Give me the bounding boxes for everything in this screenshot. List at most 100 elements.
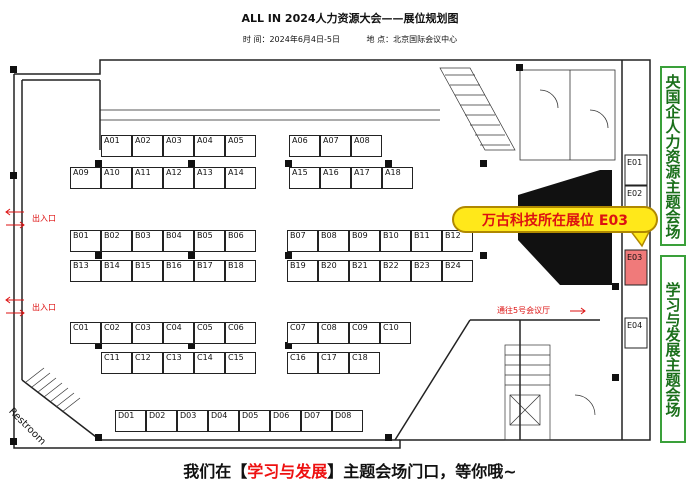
booth[interactable]: C12: [132, 352, 163, 374]
exit-label-1: 出入口: [32, 214, 56, 223]
booth[interactable]: C17: [318, 352, 349, 374]
booth[interactable]: D01: [115, 410, 146, 432]
rooms-top-right: [519, 69, 616, 161]
booth[interactable]: B12: [442, 230, 473, 252]
event-info: 时 间：2024年6月4日-5日 地 点：北京国际会议中心: [0, 34, 700, 45]
booth[interactable]: C08: [318, 322, 349, 344]
booth[interactable]: C05: [194, 322, 225, 344]
booth[interactable]: D08: [332, 410, 363, 432]
booth[interactable]: B11: [411, 230, 442, 252]
booth[interactable]: A17: [351, 167, 382, 189]
booth-e01[interactable]: E01: [627, 158, 643, 167]
bottom-left-diagonal: [21, 379, 101, 441]
booth[interactable]: A08: [351, 135, 382, 157]
outer-wall: [13, 59, 651, 449]
hall-soe-hr[interactable]: 央国企人力资源主题会场: [660, 66, 686, 246]
hall-learning-development[interactable]: 学习与发展主题会场: [660, 255, 686, 443]
booth[interactable]: B23: [411, 260, 442, 282]
booth[interactable]: A02: [132, 135, 163, 157]
booth[interactable]: A06: [289, 135, 320, 157]
booth-e03-rect: [624, 249, 648, 286]
booth[interactable]: A12: [163, 167, 194, 189]
booth[interactable]: B04: [163, 230, 194, 252]
booth[interactable]: D07: [301, 410, 332, 432]
page-title: ALL IN 2024人力资源大会——展位规划图: [241, 12, 459, 25]
restroom-hatch: [25, 367, 81, 413]
booth[interactable]: A16: [320, 167, 351, 189]
e-booths: [624, 154, 648, 349]
to-hall5-label: 通往5号会议厅: [497, 306, 551, 315]
booth[interactable]: B07: [287, 230, 318, 252]
booth[interactable]: C14: [194, 352, 225, 374]
booth[interactable]: B09: [349, 230, 380, 252]
booth-e01-rect: [624, 154, 648, 186]
booth[interactable]: B14: [101, 260, 132, 282]
booth[interactable]: A14: [225, 167, 256, 189]
booth[interactable]: A11: [132, 167, 163, 189]
booth[interactable]: C03: [132, 322, 163, 344]
booth[interactable]: B08: [318, 230, 349, 252]
booth[interactable]: A10: [101, 167, 132, 189]
booth[interactable]: D02: [146, 410, 177, 432]
booth[interactable]: B13: [70, 260, 101, 282]
booth[interactable]: C09: [349, 322, 380, 344]
booth[interactable]: A05: [225, 135, 256, 157]
booth[interactable]: B05: [194, 230, 225, 252]
footer-part1: 我们在【: [183, 462, 248, 481]
booth[interactable]: A01: [101, 135, 132, 157]
event-location: 地 点：北京国际会议中心: [366, 35, 458, 44]
booth[interactable]: C04: [163, 322, 194, 344]
booth[interactable]: B20: [318, 260, 349, 282]
footer-part2: 】主题会场门口，等你哦~: [327, 462, 517, 481]
booth[interactable]: B21: [349, 260, 380, 282]
booth[interactable]: A15: [289, 167, 320, 189]
booth-e03[interactable]: E03: [627, 253, 643, 262]
booth[interactable]: A18: [382, 167, 413, 189]
bottom-right-diagonal: [394, 319, 471, 441]
booth[interactable]: B06: [225, 230, 256, 252]
footer-highlight: 学习与发展: [247, 462, 328, 481]
e03-callout: 万古科技所在展位 E03: [452, 206, 658, 233]
booth[interactable]: D06: [270, 410, 301, 432]
booth[interactable]: C15: [225, 352, 256, 374]
exit-label-2: 出入口: [32, 303, 56, 312]
booth[interactable]: C01: [70, 322, 101, 344]
booth[interactable]: C06: [225, 322, 256, 344]
booth[interactable]: B17: [194, 260, 225, 282]
stairs-bottom: [504, 344, 596, 441]
booth[interactable]: C07: [287, 322, 318, 344]
exit-arrows: [5, 208, 586, 317]
booth[interactable]: B16: [163, 260, 194, 282]
booth-e04[interactable]: E04: [627, 321, 643, 330]
booth[interactable]: A09: [70, 167, 101, 189]
booth[interactable]: A13: [194, 167, 225, 189]
booth[interactable]: C10: [380, 322, 411, 344]
booth[interactable]: B01: [70, 230, 101, 252]
booth[interactable]: B10: [380, 230, 411, 252]
booth[interactable]: B24: [442, 260, 473, 282]
booth[interactable]: B02: [101, 230, 132, 252]
booth[interactable]: A07: [320, 135, 351, 157]
booth[interactable]: B18: [225, 260, 256, 282]
booth-e04-rect: [624, 317, 648, 349]
booth[interactable]: A04: [194, 135, 225, 157]
booth-e02[interactable]: E02: [627, 189, 643, 198]
booth[interactable]: A03: [163, 135, 194, 157]
pillars: [10, 64, 619, 445]
booth[interactable]: B15: [132, 260, 163, 282]
booth[interactable]: C02: [101, 322, 132, 344]
footer-message: 我们在【学习与发展】主题会场门口，等你哦~: [0, 458, 700, 482]
booth[interactable]: D05: [239, 410, 270, 432]
booth[interactable]: C18: [349, 352, 380, 374]
booth[interactable]: D04: [208, 410, 239, 432]
booth[interactable]: B22: [380, 260, 411, 282]
booth[interactable]: C13: [163, 352, 194, 374]
booth[interactable]: B03: [132, 230, 163, 252]
booth[interactable]: B19: [287, 260, 318, 282]
booth[interactable]: D03: [177, 410, 208, 432]
escalator-top: [439, 67, 516, 151]
booth[interactable]: C11: [101, 352, 132, 374]
booth[interactable]: C16: [287, 352, 318, 374]
walls: [13, 59, 651, 449]
